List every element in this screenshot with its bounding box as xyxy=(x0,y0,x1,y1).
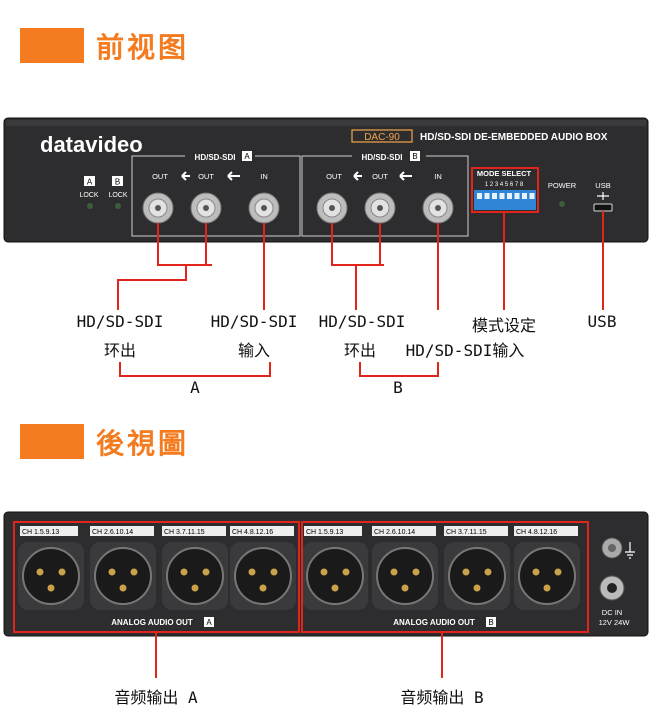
xlr-b4 xyxy=(514,542,580,610)
b-arrow-1-icon xyxy=(353,171,362,181)
bnc-b-in xyxy=(422,192,454,224)
bnc-a-out2 xyxy=(190,192,222,224)
analog-out-a-letter: A xyxy=(206,618,212,627)
xlr-b3 xyxy=(444,542,510,610)
usb-port xyxy=(593,203,613,212)
dip-numbers: 1 2 3 4 5 6 7 8 xyxy=(485,182,524,188)
ch-a3: 3.7.11.15 xyxy=(176,529,205,536)
brand-logo: datavideo xyxy=(40,132,143,157)
lock-a-label: LOCK xyxy=(79,192,98,199)
model-badge-box xyxy=(351,129,413,143)
ground-terminal-icon xyxy=(601,537,635,559)
xlr-a2 xyxy=(90,542,156,610)
xlr-b1 xyxy=(302,542,368,610)
b-arrow-2-icon xyxy=(399,171,412,181)
ch-b1-prefix: CH xyxy=(306,529,316,536)
callout-b-in: HD/SD-SDI输入 xyxy=(405,341,525,360)
dc-in-label: DC IN xyxy=(602,608,622,617)
b-out1-label: OUT xyxy=(326,172,342,181)
usb-symbol-icon xyxy=(597,192,609,200)
ch-b3: 3.7.11.15 xyxy=(458,529,487,536)
ch-a4-prefix: CH xyxy=(232,529,242,536)
power-led xyxy=(559,201,565,207)
callout-b-loop-line1: HD/SD-SDI xyxy=(318,312,406,331)
front-heading-bar xyxy=(20,28,84,63)
bnc-b-out2 xyxy=(364,192,396,224)
a-out1-label: OUT xyxy=(152,172,168,181)
analog-out-b-letter: B xyxy=(488,618,493,627)
front-callout-lines xyxy=(117,211,604,310)
callout-usb: USB xyxy=(587,312,617,331)
b-out2-label: OUT xyxy=(372,172,388,181)
front-panel: datavideo DAC-90 HD/SD-SDI DE-EMBEDDED A… xyxy=(3,117,649,310)
usb-label: USB xyxy=(595,181,610,190)
bracket-a-bottom xyxy=(119,375,271,377)
bnc-b-out1 xyxy=(316,192,348,224)
callout-b-loop-line2: 环出 xyxy=(343,341,376,360)
bnc-connectors xyxy=(142,192,454,224)
ch-b4-prefix: CH xyxy=(516,529,526,536)
xlr-connectors xyxy=(18,542,580,610)
ch-b1: 1.5.9.13 xyxy=(318,529,343,536)
group-a-title: HD/SD-SDI xyxy=(195,153,236,162)
ch-a1-prefix: CH xyxy=(22,529,32,536)
group-b-letter: B xyxy=(412,152,417,161)
dc-in-jack xyxy=(599,575,625,601)
ch-b4: 4.8.12.16 xyxy=(528,529,557,536)
ch-b2-prefix: CH xyxy=(374,529,384,536)
bracket-a-right xyxy=(269,362,271,376)
callout-a-loop-line2: 环出 xyxy=(103,341,136,360)
ch-b2: 2.6.10.14 xyxy=(386,529,415,536)
a-in-label: IN xyxy=(260,172,268,181)
xlr-a3 xyxy=(162,542,228,610)
bracket-b-left xyxy=(359,362,361,376)
a-arrow-1-icon xyxy=(181,171,190,181)
callout-mode: 模式设定 xyxy=(471,316,536,335)
a-arrow-2-icon xyxy=(227,171,240,181)
lock-b-led xyxy=(115,203,121,209)
ch-a2-prefix: CH xyxy=(92,529,102,536)
ch-a3-prefix: CH xyxy=(164,529,174,536)
xlr-b2 xyxy=(372,542,438,610)
lock-b-letter: B xyxy=(115,178,120,187)
lock-a-led xyxy=(87,203,93,209)
bracket-a-left xyxy=(119,362,121,376)
bracket-b-right xyxy=(437,362,439,376)
channel-labels xyxy=(20,526,578,536)
model-badge: DAC-90 xyxy=(364,132,400,143)
callout-a-in-line2: 输入 xyxy=(237,341,270,360)
callout-a-loop-line1: HD/SD-SDI xyxy=(76,312,164,331)
a-out2-label: OUT xyxy=(198,172,214,181)
callout-audio-out-b: 音频输出 B xyxy=(400,688,484,707)
group-b-label: B xyxy=(393,378,403,397)
xlr-a1 xyxy=(18,542,84,610)
xlr-a4 xyxy=(230,542,296,610)
group-a-label: A xyxy=(190,378,200,397)
callout-a-in-line1: HD/SD-SDI xyxy=(210,312,298,331)
lock-b-label: LOCK xyxy=(108,192,127,199)
group-a-letter: A xyxy=(244,152,250,161)
bracket-b-bottom xyxy=(359,375,439,377)
rear-heading-bar xyxy=(20,424,84,459)
group-b-title: HD/SD-SDI xyxy=(362,153,403,162)
rear-heading: 後視圖 xyxy=(96,427,190,460)
device-description: HD/SD-SDI DE-EMBEDDED AUDIO BOX xyxy=(420,132,608,143)
lock-a-letter: A xyxy=(87,178,93,187)
ch-b3-prefix: CH xyxy=(446,529,456,536)
callout-audio-out-a: 音频输出 A xyxy=(114,688,198,707)
bnc-a-in xyxy=(248,192,280,224)
bnc-a-out1 xyxy=(142,192,174,224)
ch-a2: 2.6.10.14 xyxy=(104,529,133,536)
rear-panel: CH 1.5.9.13 CH 2.6.10.14 CH 3.7.11.15 CH… xyxy=(3,511,649,678)
power-label: POWER xyxy=(548,181,577,190)
ch-a1: 1.5.9.13 xyxy=(34,529,59,536)
analog-out-a-label: ANALOG AUDIO OUT xyxy=(111,618,193,627)
mode-select-label: MODE SELECT xyxy=(477,169,532,178)
front-heading: 前视图 xyxy=(96,31,190,64)
analog-out-b-label: ANALOG AUDIO OUT xyxy=(393,618,475,627)
b-in-label: IN xyxy=(434,172,442,181)
ch-a4: 4.8.12.16 xyxy=(244,529,273,536)
rear-group-b-highlight xyxy=(301,521,589,633)
dc-in-spec: 12V 24W xyxy=(599,618,631,627)
